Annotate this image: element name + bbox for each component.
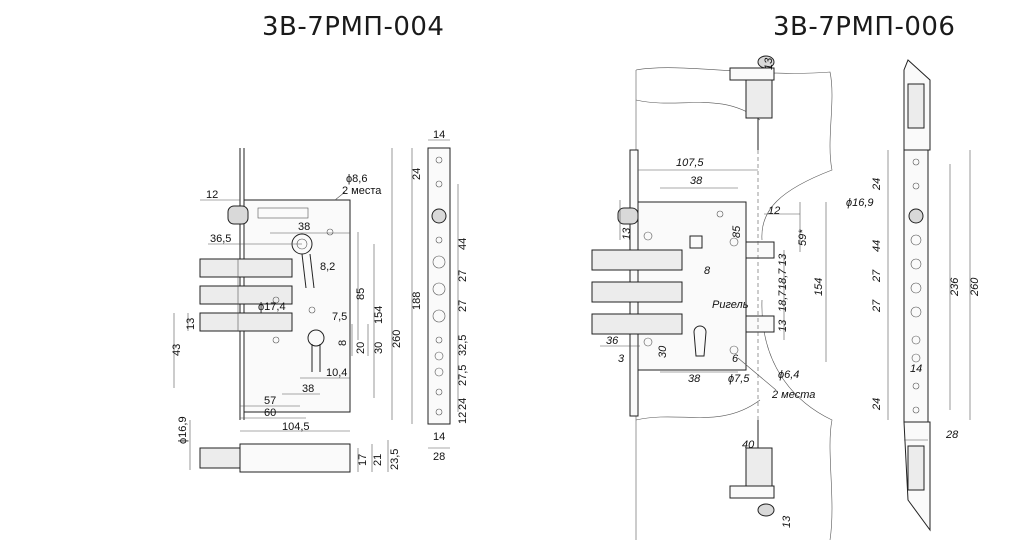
r-strip-14: 14 [910, 363, 922, 375]
dim-60: 60 [264, 407, 276, 419]
strip-dim-27a: 27 [457, 270, 469, 282]
left-bolt-bottom-view [199, 447, 241, 469]
right-bolt-1 [591, 249, 683, 271]
r-strip-dia-16-9: ϕ16,9 [846, 197, 874, 209]
r-strip-24-bot: 24 [871, 398, 883, 411]
dim-36-5: 36,5 [210, 233, 231, 245]
right-bolt-2 [591, 281, 683, 303]
dim-38: 38 [298, 221, 310, 233]
r-dim-13-top: 13 [763, 57, 775, 70]
dim-8-2: 8,2 [320, 261, 335, 273]
right-bolt-3 [591, 313, 683, 335]
strip-dim-44: 44 [457, 238, 469, 250]
dim-dia-16-9: ϕ16,9 [177, 416, 189, 444]
r-dim-13-bot: 13 [781, 515, 793, 528]
strip-dim-14-bot: 14 [433, 431, 445, 443]
r-dim-dia-7-5: ϕ7,5 [728, 373, 750, 385]
dim-12: 12 [206, 189, 218, 201]
dim-2-places: 2 места [342, 185, 382, 197]
r-dim-13-side: 13 [777, 253, 789, 266]
r-strip-28: 28 [945, 429, 959, 441]
r-dim-107-5: 107,5 [676, 157, 704, 169]
dim-38b: 38 [302, 383, 314, 395]
strip-dim-32-5: 32,5 [457, 335, 469, 356]
strip-latch-hole [431, 208, 447, 224]
dim-dia-17-4: ϕ17,4 [258, 301, 286, 313]
left-bolt-2 [199, 285, 293, 305]
strip-dim-27b: 27 [457, 300, 469, 312]
dim-13: 13 [185, 318, 197, 330]
dim-30: 30 [373, 342, 385, 354]
dim-17: 17 [357, 454, 369, 466]
r-strip-27b: 27 [871, 299, 883, 313]
strip-dim-28: 28 [433, 451, 445, 463]
strip-dim-24-top: 24 [411, 168, 423, 180]
left-lock-drawing: 12 36,5 38 ϕ8,6 2 места 8,2 85 154 260 ϕ… [171, 129, 469, 473]
left-faceplate-strip [427, 147, 451, 425]
r-dim-18-7b: 18,7 [777, 290, 789, 312]
dim-43: 43 [171, 344, 183, 356]
dim-dia-8-6: ϕ8,6 [346, 173, 367, 185]
strip-dim-27-5: 27,5 [457, 365, 469, 386]
r-dim-12: 12 [768, 205, 780, 217]
r-dim-36: 36 [606, 335, 619, 347]
strip-dim-14-top: 14 [433, 129, 445, 141]
strip-dim-12: 12 [457, 412, 469, 424]
r-dim-38b: 38 [688, 373, 701, 385]
r-strip-27a: 27 [871, 269, 883, 283]
right-lock-drawing: 13 107,5 38 12 85 59* 13 18,7 18,7 13 15… [591, 55, 981, 541]
r-dim-40: 40 [742, 439, 755, 451]
strip-dim-188: 188 [411, 292, 423, 310]
dim-7-5: 7,5 [332, 311, 347, 323]
left-title: 3В-7РМП-004 [262, 12, 445, 42]
r-dim-3: 3 [618, 353, 625, 365]
r-strip-260: 260 [969, 277, 981, 297]
dim-20: 20 [355, 342, 367, 354]
strip-dim-24-bot: 24 [457, 398, 469, 410]
r-strip-236: 236 [949, 277, 961, 297]
dim-10-4: 10,4 [326, 367, 347, 379]
dim-23-5: 23,5 [389, 449, 401, 470]
r-dim-2-places: 2 места [771, 389, 815, 401]
r-strip-44: 44 [871, 240, 883, 252]
r-dim-154: 154 [813, 278, 825, 296]
right-bottom-rod [745, 447, 773, 487]
r-dim-dia-6-4: ϕ6,4 [778, 369, 799, 381]
dim-85: 85 [355, 288, 367, 300]
r-dim-13-left: 13 [621, 227, 633, 240]
right-latch [617, 207, 639, 225]
r-dim-85: 85 [731, 225, 743, 238]
r-dim-13-side2: 13 [777, 319, 789, 332]
r-strip-24-top: 24 [871, 178, 883, 191]
r-dim-38: 38 [690, 175, 703, 187]
dim-21: 21 [372, 454, 384, 466]
dim-104-5: 104,5 [282, 421, 310, 433]
left-bolt-1 [199, 258, 293, 278]
r-dim-59: 59* [797, 229, 809, 246]
dim-57: 57 [264, 395, 276, 407]
dim-8: 8 [337, 340, 349, 346]
r-dim-8: 8 [704, 265, 711, 277]
dim-260: 260 [391, 330, 403, 348]
dim-154: 154 [373, 306, 385, 324]
r-dim-18-7a: 18,7 [777, 268, 789, 290]
right-faceplate-strip [903, 149, 929, 423]
left-bolt-3 [199, 312, 293, 332]
r-dim-6: 6 [732, 353, 739, 365]
right-title: 3В-7РМП-006 [773, 12, 956, 42]
r-brand-label: Ригель [712, 299, 749, 311]
left-latch [227, 205, 249, 225]
r-dim-30: 30 [657, 345, 669, 358]
right-top-rod [745, 79, 773, 119]
